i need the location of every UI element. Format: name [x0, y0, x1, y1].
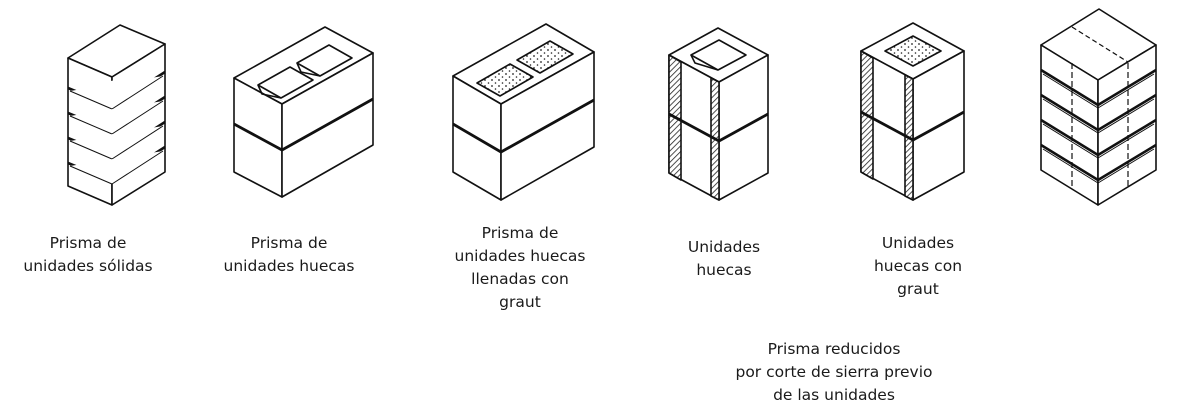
grouted-hollow-unit-prism — [452, 23, 595, 201]
reduced-grouted-unit-prism — [860, 22, 965, 201]
reduced-hollow-unit-prism — [668, 27, 769, 201]
hollow-unit-prism — [233, 26, 374, 198]
reduced-prisms-caption: Prisma reducidos por corte de sierra pre… — [735, 340, 933, 404]
split-solid-unit-prism — [1040, 8, 1157, 206]
grouted-units-caption: Unidades huecas con graut — [873, 234, 963, 298]
hollow-prism-caption: Prisma de unidades huecas — [223, 234, 355, 275]
hollow-units-caption: Unidades huecas — [687, 238, 761, 279]
grouted-prism-caption: Prisma de unidades huecas llenadas con g… — [454, 224, 586, 311]
solid-prism-caption: Prisma de unidades sólidas — [23, 234, 153, 275]
solid-unit-prism — [67, 24, 166, 206]
